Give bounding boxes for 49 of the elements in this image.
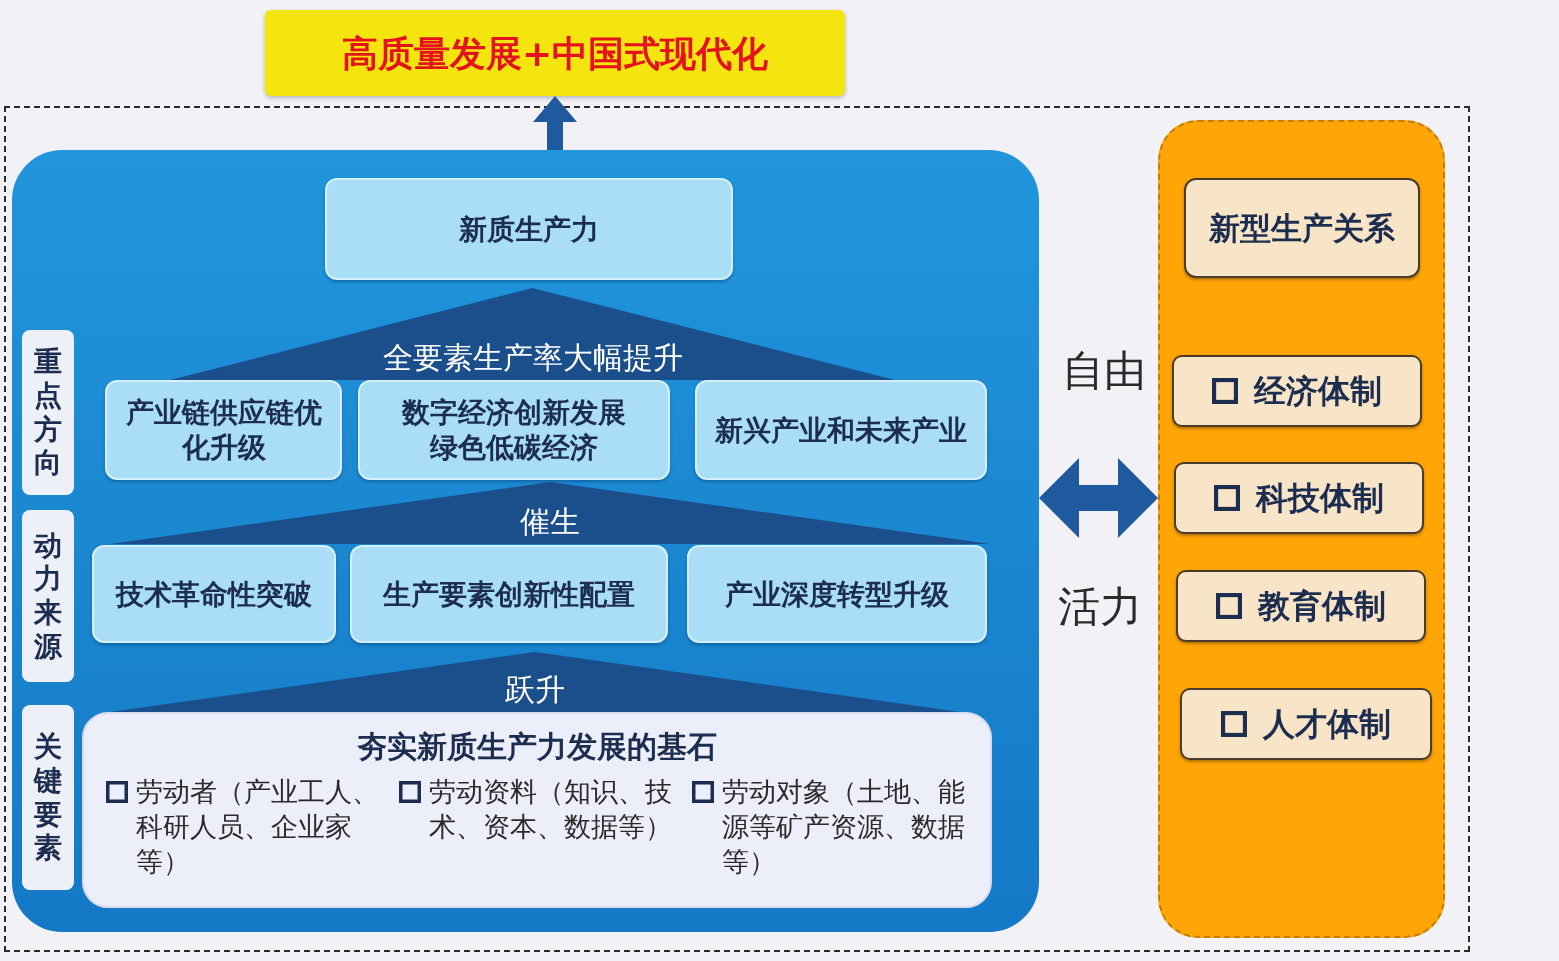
- triangle-band: [170, 288, 895, 380]
- side-tab: [22, 705, 74, 890]
- band-label: 全要素生产率大幅提升: [382, 338, 683, 376]
- process-box: [92, 545, 336, 643]
- system-box: [1176, 570, 1426, 642]
- box-label: 数字经济创新发展: [402, 395, 626, 430]
- bullet-text: 劳动资料（知识、技术、资本、数据等）: [429, 774, 674, 844]
- process-box: [350, 545, 668, 643]
- system-box: [1180, 688, 1432, 760]
- process-box: [687, 545, 987, 643]
- box-label: 新型生产关系: [1209, 208, 1395, 248]
- foundation-box: [82, 712, 992, 908]
- box-label: 教育体制: [1258, 586, 1386, 626]
- heading: 夯实新质生产力发展的基石: [357, 728, 717, 766]
- side-tab: [22, 510, 74, 682]
- process-box: [358, 380, 670, 480]
- process-box: [325, 178, 733, 280]
- rounded-panel: [12, 150, 1039, 932]
- dashed-frame: [4, 106, 1470, 952]
- box-label: 绿色低碳经济: [430, 430, 598, 465]
- annotation-label: 自由: [1062, 346, 1146, 397]
- process-box: [695, 380, 987, 480]
- box-label: 新兴产业和未来产业: [715, 412, 967, 448]
- box-label: 人才体制: [1263, 704, 1391, 744]
- box-label: 经济体制: [1254, 371, 1382, 411]
- goal-box: [265, 10, 845, 96]
- box-label: 新质生产力: [459, 211, 599, 247]
- box-label: 产业深度转型升级: [725, 576, 949, 612]
- goal-text: 高质量发展+中国式现代化: [341, 31, 769, 76]
- box-label: 技术革命性突破: [116, 576, 312, 612]
- side-label: 动力来源: [34, 528, 62, 664]
- bullet-text: 劳动者（产业工人、科研人员、企业家等）: [136, 774, 380, 879]
- band-label: 催生: [520, 502, 580, 540]
- title-box: [1184, 178, 1420, 278]
- band-label: 跃升: [505, 670, 565, 708]
- bullet-text: 劳动对象（土地、能源等矿产资源、数据等）: [722, 774, 967, 879]
- rounded-panel: [1158, 120, 1445, 938]
- box-label: 产业链供应链优化升级: [124, 395, 323, 465]
- annotation-label: 活力: [1058, 582, 1142, 633]
- side-label: 关键要素: [34, 730, 62, 865]
- system-box: [1174, 462, 1424, 534]
- box-label: 科技体制: [1256, 478, 1384, 518]
- side-tab: [22, 330, 74, 495]
- system-box: [1172, 355, 1422, 427]
- double-arrow: [1039, 458, 1158, 538]
- box-label: 生产要素创新性配置: [383, 576, 635, 612]
- process-box: [105, 380, 342, 480]
- side-label: 重点方向: [34, 345, 62, 480]
- arrow: [533, 96, 577, 150]
